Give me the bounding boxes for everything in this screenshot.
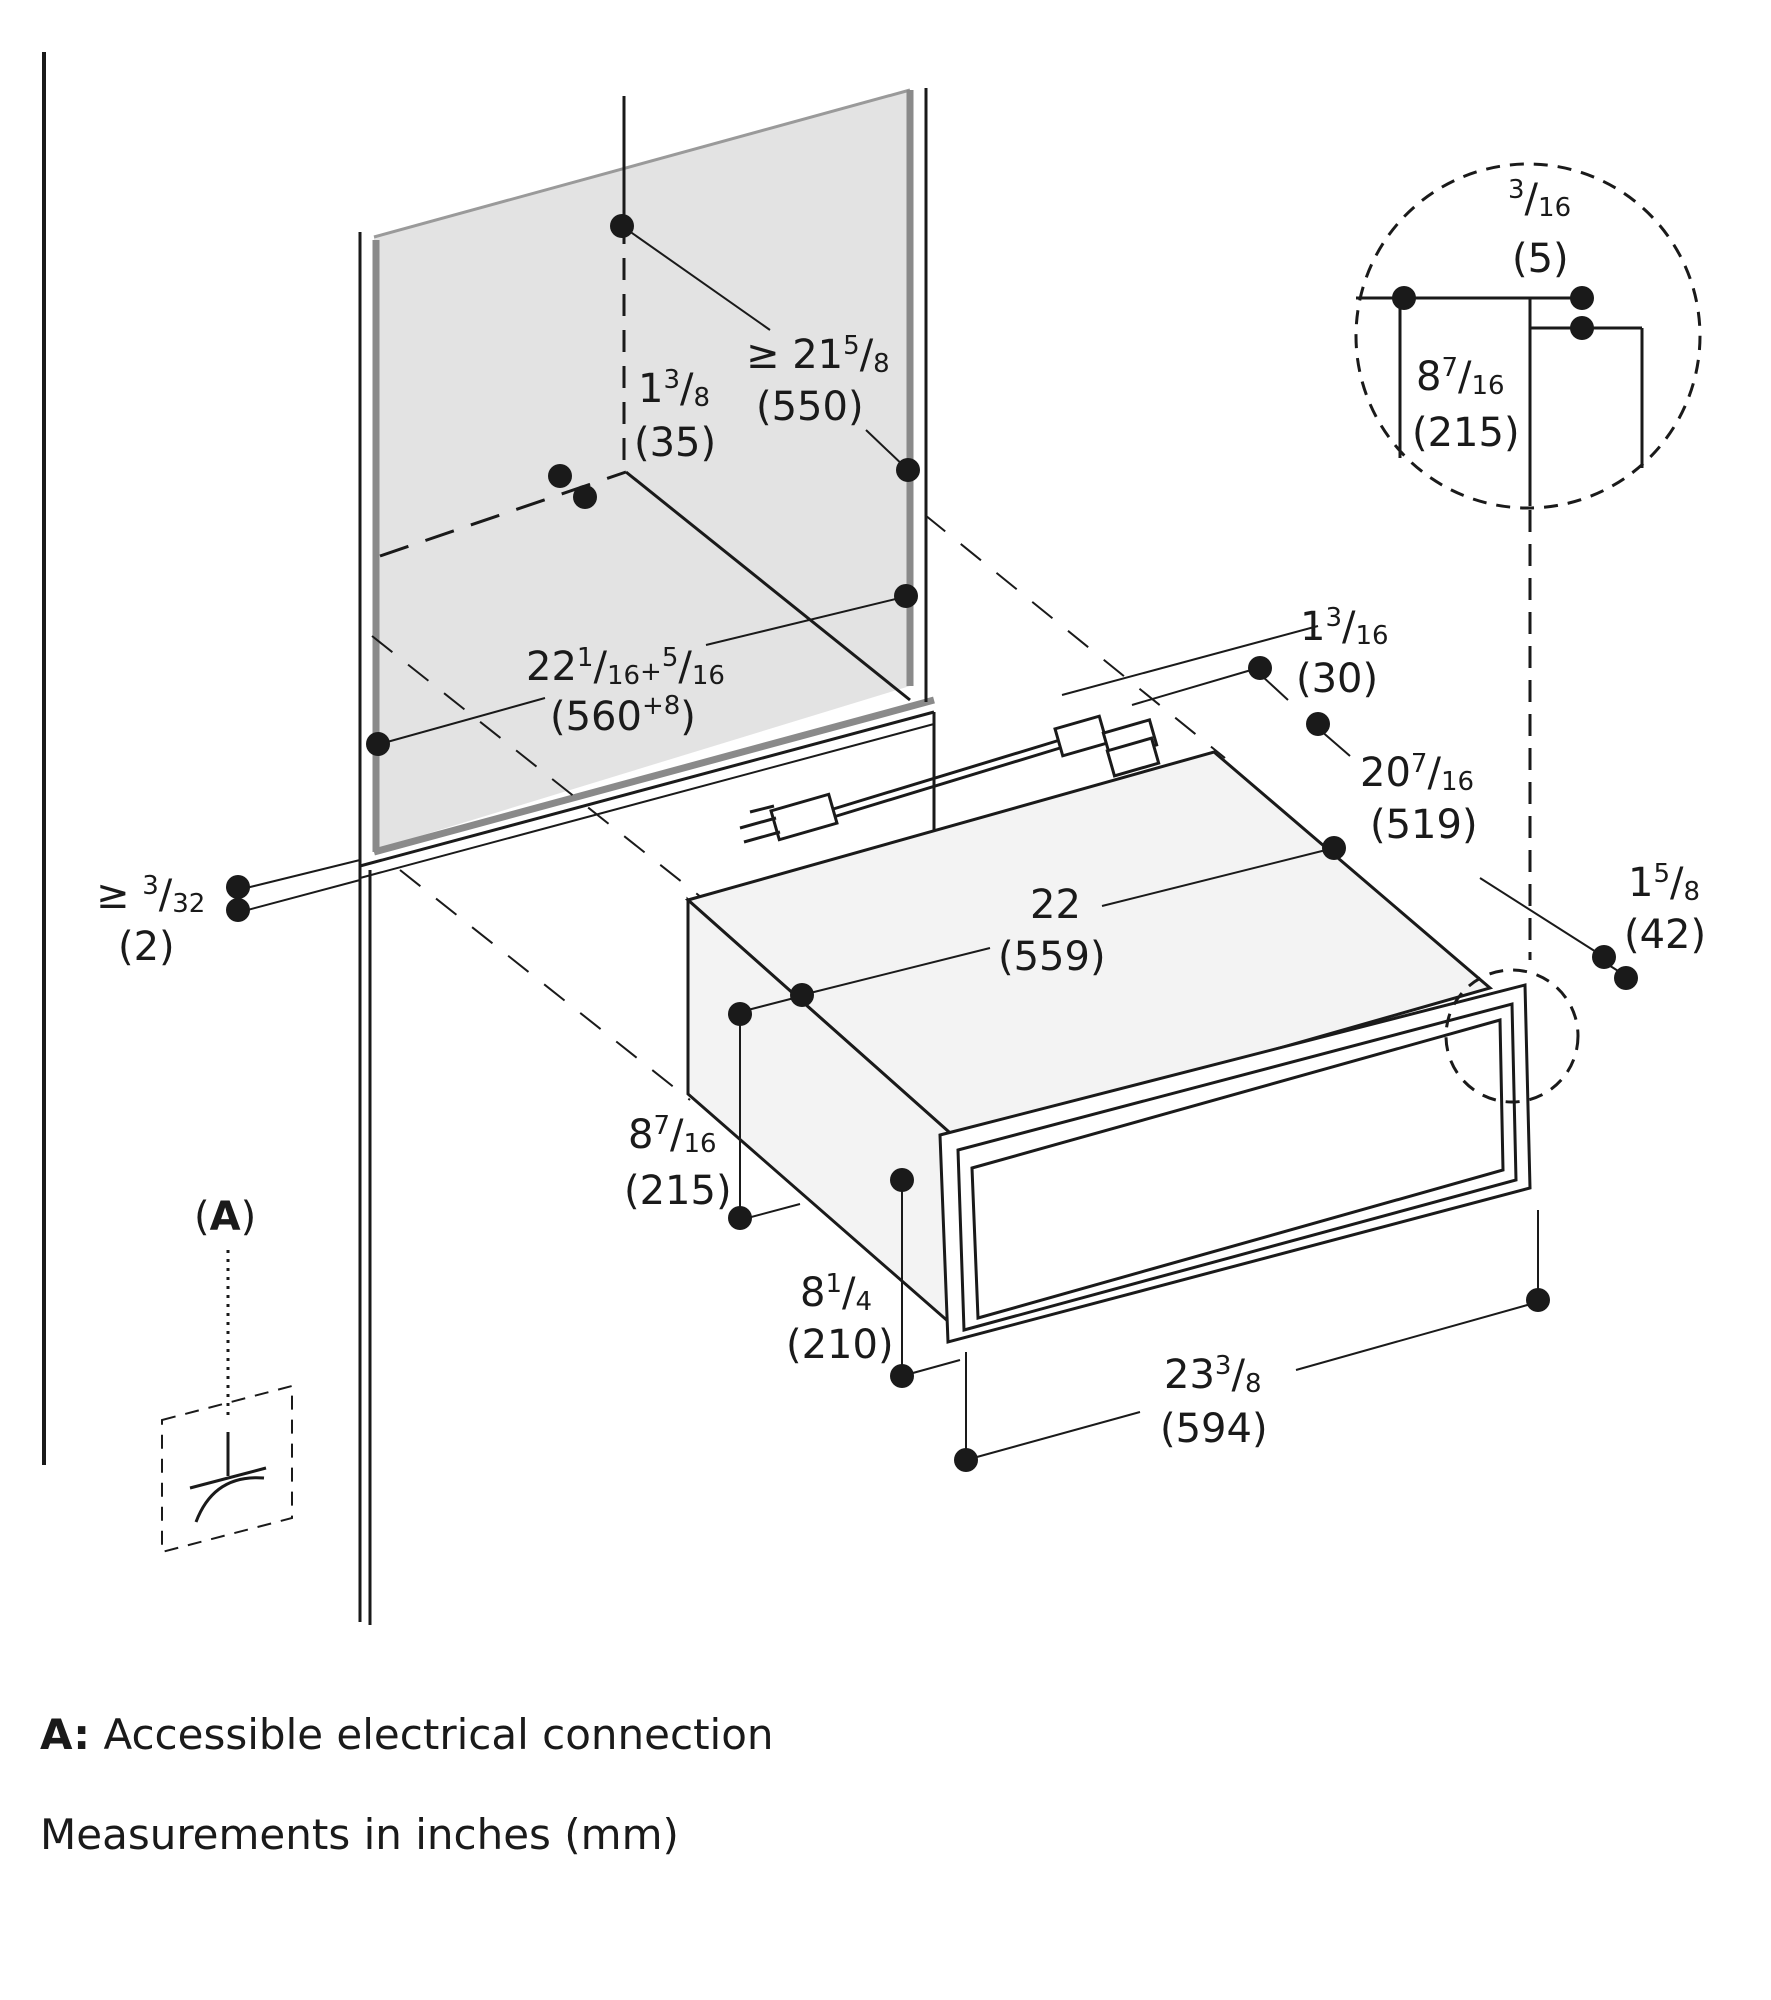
dimension-point [226, 898, 250, 922]
dim-cord-depth: 13/16 (30) [1296, 603, 1389, 702]
dimension-point [790, 983, 814, 1007]
dimension-point [1306, 712, 1330, 736]
svg-text:221/16+5/16: 221/16+5/16 [526, 643, 725, 691]
dimension-point [1570, 286, 1594, 310]
svg-text:3/16: 3/16 [1508, 175, 1571, 223]
svg-text:13/8: 13/8 [638, 365, 710, 413]
svg-text:(594): (594) [1160, 1406, 1268, 1452]
svg-text:13/16: 13/16 [1300, 603, 1389, 651]
dimension-point [1392, 286, 1416, 310]
marker-a: (A) [194, 1194, 256, 1240]
dimension-lines [237, 225, 1627, 1461]
svg-text:(30): (30) [1296, 656, 1378, 702]
dimension-point [1614, 966, 1638, 990]
dimension-point [548, 464, 572, 488]
svg-text:87/16: 87/16 [1416, 353, 1505, 401]
svg-text:≥ 215/8: ≥ 215/8 [746, 331, 890, 379]
svg-text:(215): (215) [624, 1168, 732, 1214]
svg-text:(560+8): (560+8) [550, 691, 696, 740]
dimension-point [728, 1206, 752, 1230]
svg-text:81/4: 81/4 [800, 1269, 872, 1317]
dim-body-depth: 207/16 (519) [1360, 749, 1478, 848]
svg-text:≥ 3/32: ≥ 3/32 [96, 871, 205, 919]
dim-front-height: 81/4 (210) [786, 1269, 894, 1368]
svg-text:(5): (5) [1512, 236, 1569, 282]
dim-front-depth: 15/8 (42) [1624, 859, 1706, 958]
svg-text:(215): (215) [1412, 410, 1520, 456]
dimension-point [1322, 836, 1346, 860]
dimension-point [226, 875, 250, 899]
legend-a-text: Accessible electrical connection [103, 1710, 774, 1759]
power-cord [739, 714, 1161, 844]
dimension-point [573, 485, 597, 509]
dimension-point [1526, 1288, 1550, 1312]
svg-text:(A): (A) [194, 1194, 256, 1240]
svg-text:233/8: 233/8 [1164, 1351, 1261, 1399]
dimension-point [1248, 656, 1272, 680]
svg-text:207/16: 207/16 [1360, 749, 1474, 797]
svg-text:(550): (550) [756, 384, 864, 430]
dim-back-offset: 13/8 (35) [634, 365, 716, 466]
svg-text:22: 22 [1030, 882, 1081, 928]
legend-units-text: Measurements in inches (mm) [40, 1810, 679, 1859]
dimension-point [1570, 316, 1594, 340]
dimension-point [954, 1448, 978, 1472]
dim-detail-height: 87/16 (215) [1412, 353, 1520, 456]
dimension-point [728, 1002, 752, 1026]
dimension-point [894, 584, 918, 608]
dim-min-depth: ≥ 215/8 (550) [746, 331, 890, 430]
svg-text:87/16: 87/16 [628, 1111, 717, 1159]
dimension-point [890, 1168, 914, 1192]
legend-units: Measurements in inches (mm) [40, 1810, 679, 1859]
dim-body-width: 22 (559) [998, 882, 1106, 980]
dimension-point [366, 732, 390, 756]
dimension-points [226, 214, 1638, 1472]
svg-text:(519): (519) [1370, 802, 1478, 848]
dim-detail-gap: 3/16 (5) [1508, 175, 1571, 282]
svg-text:(559): (559) [998, 934, 1106, 980]
dimension-point [610, 214, 634, 238]
dimension-point [890, 1364, 914, 1388]
svg-text:(42): (42) [1624, 912, 1706, 958]
legend-electrical-connection: A: Accessible electrical connection [40, 1710, 774, 1759]
cabinet-niche [358, 88, 936, 1625]
svg-text:(2): (2) [118, 924, 175, 970]
svg-text:(210): (210) [786, 1322, 894, 1368]
electrical-connection-symbol [161, 1250, 293, 1554]
svg-text:(35): (35) [634, 420, 716, 466]
detail-circle [1354, 162, 1702, 1104]
dimension-point [896, 458, 920, 482]
dim-front-width: 233/8 (594) [1160, 1351, 1268, 1452]
svg-text:15/8: 15/8 [1628, 859, 1700, 907]
legend-a-key: A: [40, 1710, 91, 1759]
dimension-point [1592, 945, 1616, 969]
dim-body-height: 87/16 (215) [624, 1111, 732, 1214]
dim-niche-width: 221/16+5/16 (560+8) [526, 643, 725, 740]
warming-drawer [684, 750, 1532, 1344]
dim-side-gap: ≥ 3/32 (2) [96, 871, 205, 970]
